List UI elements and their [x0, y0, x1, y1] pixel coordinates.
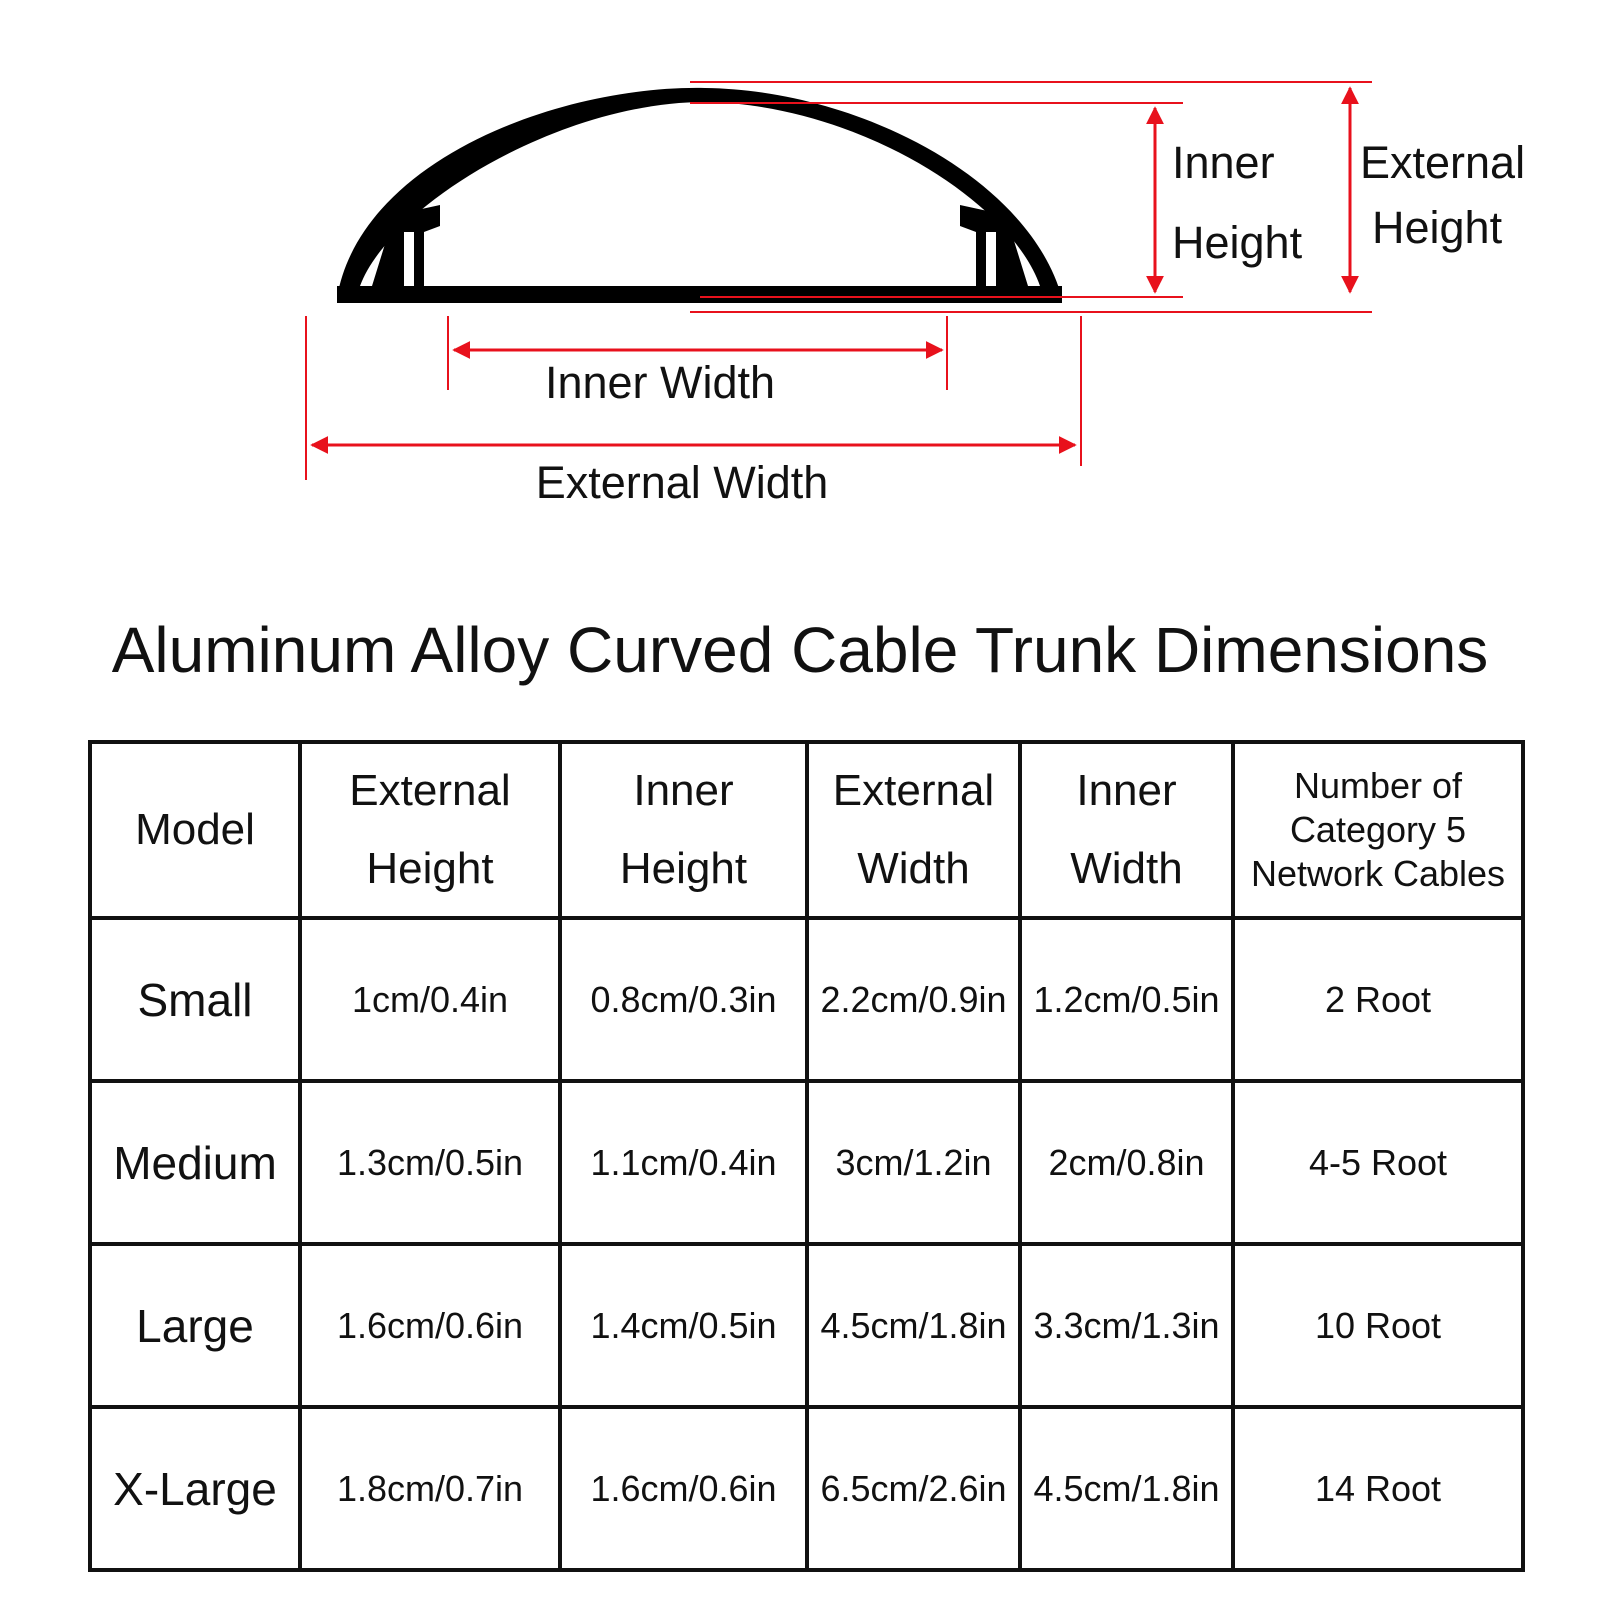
- cell-cables: 2 Root: [1231, 916, 1525, 1083]
- cell-external-height: 1cm/0.4in: [298, 916, 562, 1083]
- cell-external-width: 4.5cm/1.8in: [805, 1242, 1022, 1409]
- cell-inner-width: 2cm/0.8in: [1018, 1079, 1235, 1246]
- table-header-row: Model External Height Inner Height Exter…: [88, 740, 1525, 920]
- table-row: Small 1cm/0.4in 0.8cm/0.3in 2.2cm/0.9in …: [88, 916, 1525, 1083]
- inner-width-label: Inner Width: [545, 357, 775, 408]
- cell-external-height: 1.8cm/0.7in: [298, 1405, 562, 1572]
- external-height-label-line1: External: [1360, 137, 1525, 188]
- cell-external-width: 6.5cm/2.6in: [805, 1405, 1022, 1572]
- dimensions-table: Model External Height Inner Height Exter…: [88, 740, 1525, 1572]
- table-row: X-Large 1.8cm/0.7in 1.6cm/0.6in 6.5cm/2.…: [88, 1405, 1525, 1572]
- external-height-label-line2: Height: [1372, 202, 1503, 253]
- cell-model: Large: [88, 1242, 302, 1409]
- trunk-left-foot-gap: [404, 232, 414, 286]
- cell-external-height: 1.6cm/0.6in: [298, 1242, 562, 1409]
- cell-inner-height: 1.1cm/0.4in: [558, 1079, 809, 1246]
- table-row: Large 1.6cm/0.6in 1.4cm/0.5in 4.5cm/1.8i…: [88, 1242, 1525, 1409]
- cell-cables: 14 Root: [1231, 1405, 1525, 1572]
- external-width-label: External Width: [536, 457, 829, 508]
- trunk-base-plate: [337, 286, 1062, 303]
- cell-inner-width: 4.5cm/1.8in: [1018, 1405, 1235, 1572]
- cell-inner-height: 0.8cm/0.3in: [558, 916, 809, 1083]
- cell-cables: 10 Root: [1231, 1242, 1525, 1409]
- cell-inner-height: 1.6cm/0.6in: [558, 1405, 809, 1572]
- header-network-cables: Number of Category 5 Network Cables: [1231, 740, 1525, 920]
- header-external-height: External Height: [298, 740, 562, 920]
- cell-external-width: 2.2cm/0.9in: [805, 916, 1022, 1083]
- inner-height-label-line2: Height: [1172, 217, 1303, 268]
- header-inner-height: Inner Height: [558, 740, 809, 920]
- header-model: Model: [88, 740, 302, 920]
- cell-external-width: 3cm/1.2in: [805, 1079, 1022, 1246]
- trunk-right-foot-gap: [986, 232, 996, 286]
- cell-cables: 4-5 Root: [1231, 1079, 1525, 1246]
- inner-height-label-line1: Inner: [1172, 137, 1275, 188]
- cell-inner-width: 3.3cm/1.3in: [1018, 1242, 1235, 1409]
- cell-model: Medium: [88, 1079, 302, 1246]
- page-title: Aluminum Alloy Curved Cable Trunk Dimens…: [111, 614, 1489, 686]
- dimension-arrows: [310, 86, 1359, 454]
- cell-inner-height: 1.4cm/0.5in: [558, 1242, 809, 1409]
- cell-external-height: 1.3cm/0.5in: [298, 1079, 562, 1246]
- cell-model: X-Large: [88, 1405, 302, 1572]
- cell-model: Small: [88, 916, 302, 1083]
- dimension-guides: [305, 81, 1372, 480]
- table-row: Medium 1.3cm/0.5in 1.1cm/0.4in 3cm/1.2in…: [88, 1079, 1525, 1246]
- header-external-width: External Width: [805, 740, 1022, 920]
- trunk-dome-inner: [360, 102, 1040, 286]
- trunk-profile: [337, 87, 1062, 303]
- cell-inner-width: 1.2cm/0.5in: [1018, 916, 1235, 1083]
- cable-trunk-profile-diagram: Inner Height External Height Inner Width…: [305, 81, 1525, 508]
- header-inner-width: Inner Width: [1018, 740, 1235, 920]
